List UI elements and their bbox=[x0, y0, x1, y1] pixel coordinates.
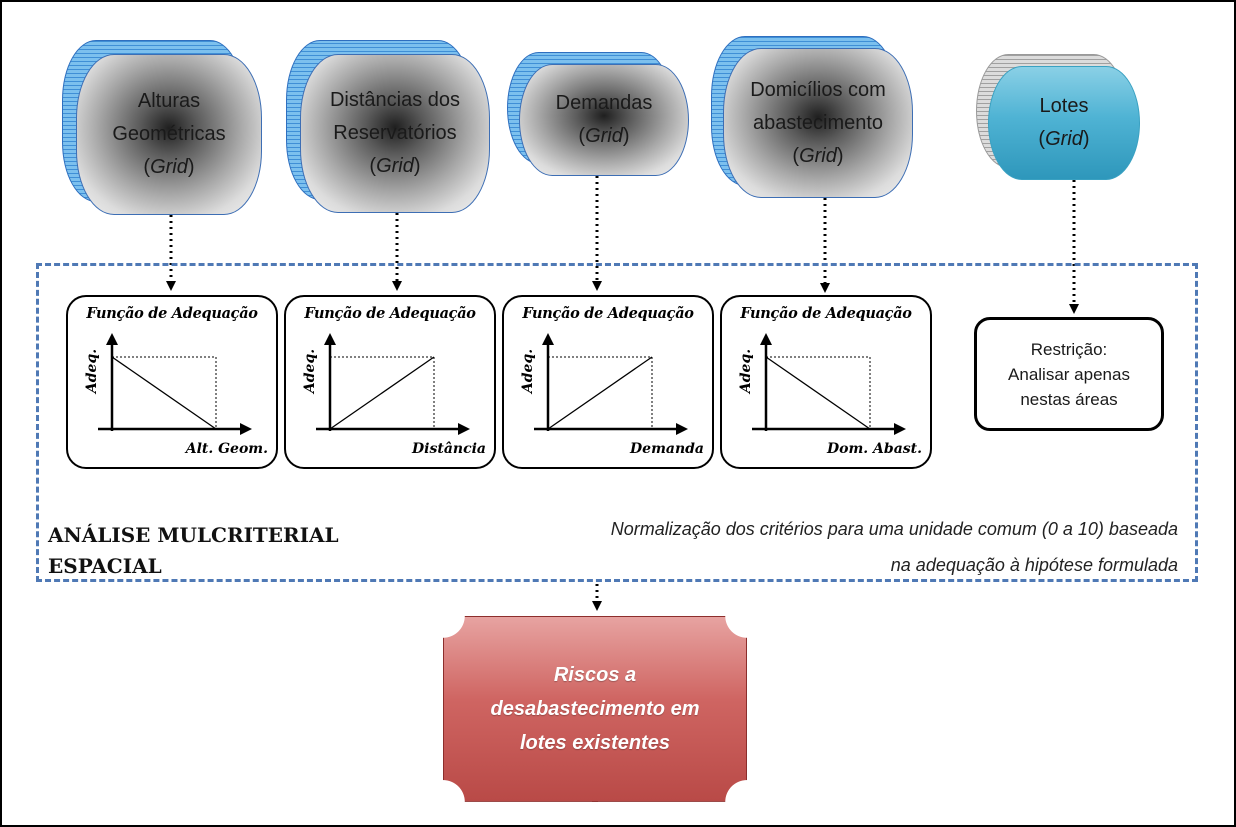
function-box-domicilios: Função de Adequação Adeq. Dom. Abast. bbox=[720, 295, 932, 469]
function-line-decreasing bbox=[111, 356, 217, 430]
y-axis-label: Adeq. bbox=[520, 348, 537, 394]
x-axis-label: Distância bbox=[412, 441, 486, 457]
function-graph bbox=[98, 333, 252, 435]
function-title: Função de Adequação bbox=[304, 305, 476, 322]
panel-title: ANÁLISE MULCRITERIAL ESPACIAL bbox=[48, 523, 339, 578]
y-axis-label: Adeq. bbox=[302, 348, 319, 394]
result-line: desabastecimento em bbox=[490, 698, 700, 720]
function-box-demanda: Função de Adequação Adeq. Demanda bbox=[502, 295, 714, 469]
function-line-increasing bbox=[329, 356, 435, 430]
y-axis-label: Adeq. bbox=[84, 348, 101, 394]
function-title: Função de Adequação bbox=[86, 305, 258, 322]
function-box-alturas: Função de Adequação Adeq. Alt. Geom. bbox=[66, 295, 278, 469]
function-title: Função de Adequação bbox=[740, 305, 912, 322]
restriction-line: Analisar apenas bbox=[1008, 364, 1130, 384]
function-graph bbox=[534, 333, 688, 435]
source-demandas: Demandas(Grid) bbox=[507, 52, 689, 176]
y-axis-label: Adeq. bbox=[738, 348, 755, 394]
function-graph bbox=[316, 333, 470, 435]
function-graph bbox=[752, 333, 906, 435]
result-line: lotes existentes bbox=[519, 732, 671, 754]
function-line-increasing bbox=[547, 356, 653, 430]
function-line-decreasing bbox=[765, 356, 871, 430]
analysis-panel bbox=[36, 263, 1198, 582]
restriction-line: Restrição: bbox=[1030, 339, 1108, 359]
result-plaque-shape bbox=[443, 616, 747, 802]
panel-note: Normalização dos critérios para uma unid… bbox=[610, 519, 1178, 575]
restriction-box: Restrição: Analisar apenas nestas áreas bbox=[974, 317, 1164, 431]
result-box: Riscos a desabastecimento em lotes exist… bbox=[443, 616, 747, 802]
source-lotes: Lotes(Grid) bbox=[976, 54, 1140, 180]
x-axis-label: Dom. Abast. bbox=[827, 441, 922, 457]
x-axis-label: Demanda bbox=[630, 441, 704, 457]
restriction-line: nestas áreas bbox=[1020, 389, 1118, 409]
function-title: Função de Adequação bbox=[522, 305, 694, 322]
result-line: Riscos a bbox=[553, 664, 637, 686]
function-box-distancia: Função de Adequação Adeq. Distância bbox=[284, 295, 496, 469]
x-axis-label: Alt. Geom. bbox=[185, 441, 268, 457]
